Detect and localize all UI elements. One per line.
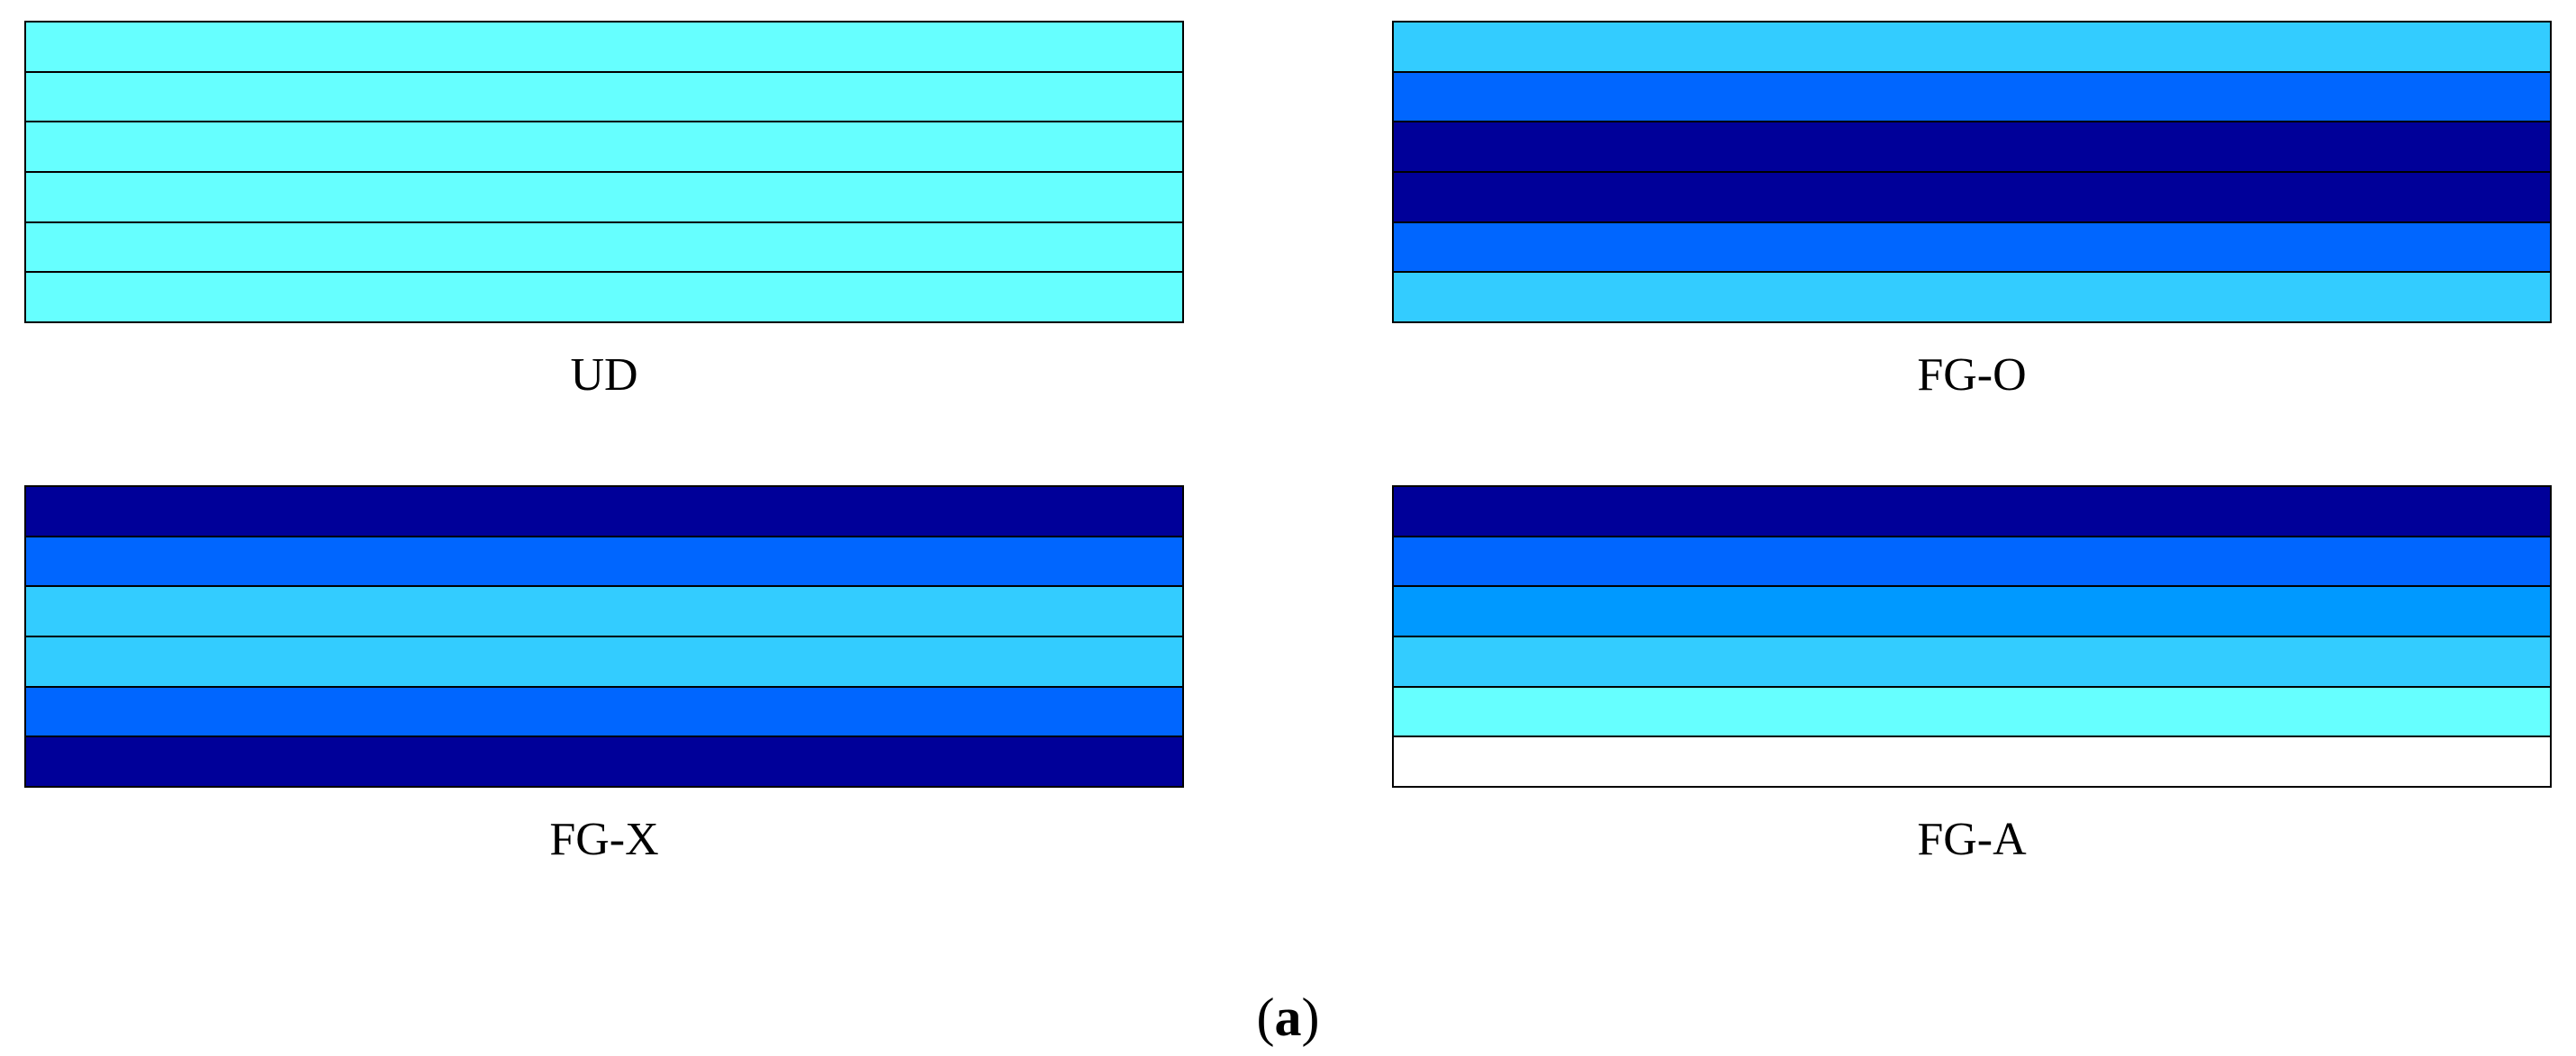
layer-2 bbox=[26, 70, 1182, 122]
layer-2 bbox=[1394, 535, 2550, 586]
layer-1 bbox=[26, 487, 1182, 536]
layer-3 bbox=[26, 585, 1182, 636]
subfigure-close-paren: ) bbox=[1301, 988, 1320, 1047]
layer-6 bbox=[1394, 736, 2550, 787]
layer-1 bbox=[26, 23, 1182, 71]
layer-4 bbox=[26, 171, 1182, 221]
layer-2 bbox=[1394, 70, 2550, 122]
panel-label-fg-x: FG-X bbox=[549, 814, 659, 865]
subfigure-letter: a bbox=[1274, 988, 1302, 1047]
laminate-stack-ud bbox=[24, 21, 1184, 323]
layer-4 bbox=[1394, 636, 2550, 686]
layer-3 bbox=[26, 121, 1182, 172]
panel-fg-a: FG-A bbox=[1392, 485, 2552, 867]
layer-6 bbox=[26, 271, 1182, 322]
laminate-stack-fg-x bbox=[24, 485, 1184, 788]
layer-5 bbox=[1394, 221, 2550, 272]
layer-4 bbox=[1394, 171, 2550, 221]
panel-fg-x: FG-X bbox=[24, 485, 1184, 867]
layer-2 bbox=[26, 535, 1182, 586]
layer-4 bbox=[26, 636, 1182, 686]
laminate-stack-fg-a bbox=[1392, 485, 2552, 788]
subfigure-label: (a) bbox=[0, 986, 2576, 1049]
subfigure-open-paren: ( bbox=[1256, 988, 1275, 1047]
panel-label-ud: UD bbox=[570, 349, 638, 401]
layer-5 bbox=[26, 221, 1182, 272]
layer-6 bbox=[26, 736, 1182, 787]
layer-1 bbox=[1394, 487, 2550, 536]
panel-label-fg-a: FG-A bbox=[1917, 814, 2027, 865]
layer-6 bbox=[1394, 271, 2550, 322]
layer-3 bbox=[1394, 121, 2550, 172]
layer-5 bbox=[1394, 685, 2550, 736]
layer-5 bbox=[26, 685, 1182, 736]
panel-fg-o: FG-O bbox=[1392, 21, 2552, 402]
layer-1 bbox=[1394, 23, 2550, 71]
panel-ud: UD bbox=[24, 21, 1184, 402]
layer-3 bbox=[1394, 585, 2550, 636]
laminate-stack-fg-o bbox=[1392, 21, 2552, 323]
panel-label-fg-o: FG-O bbox=[1917, 349, 2027, 401]
